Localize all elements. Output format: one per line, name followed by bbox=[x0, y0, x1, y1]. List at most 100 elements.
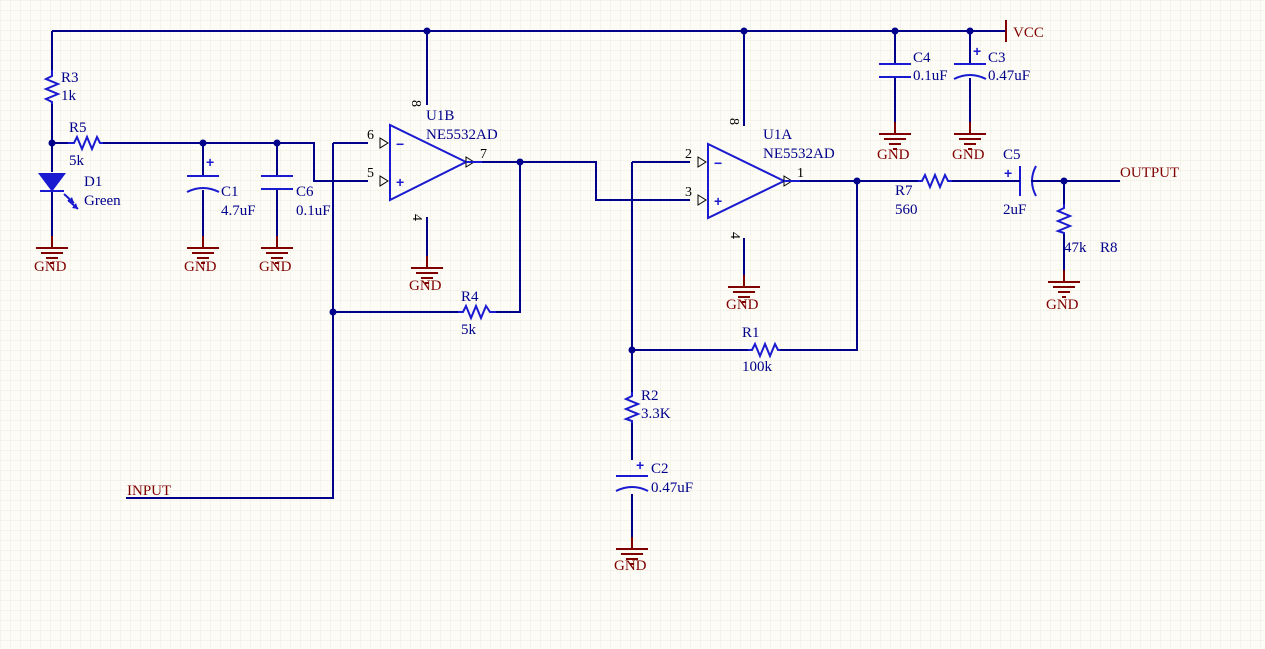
gnd-c2-symbol: GND bbox=[614, 536, 649, 574]
resistor-r7: R7 560 bbox=[895, 172, 952, 218]
junction-dot bbox=[740, 27, 748, 35]
c6-value: 0.1uF bbox=[296, 203, 331, 219]
u1a-value: NE5532AD bbox=[763, 146, 835, 162]
junction-dot bbox=[516, 158, 524, 166]
gnd-c6-symbol: GND bbox=[259, 235, 294, 275]
svg-text:GND: GND bbox=[184, 259, 217, 275]
c1-value: 4.7uF bbox=[221, 203, 256, 219]
junction-dot bbox=[628, 346, 636, 354]
junction-dot bbox=[273, 139, 281, 147]
input-wire bbox=[126, 143, 334, 499]
c4-ref: C4 bbox=[913, 50, 931, 66]
r2-value: 3.3K bbox=[641, 406, 671, 422]
u1b-out-wire bbox=[482, 161, 690, 201]
resistor-r3: R3 1k bbox=[43, 70, 79, 104]
r4-right-wire bbox=[496, 162, 521, 313]
capacitor-c4: C4 0.1uF bbox=[879, 50, 948, 84]
r4-ref: R4 bbox=[461, 289, 479, 305]
c1-ref: C1 bbox=[221, 184, 239, 200]
u1a-pin-noninv: 3 bbox=[685, 185, 692, 200]
resistor-r5: R5 5k bbox=[68, 120, 103, 169]
vcc-label: VCC bbox=[1013, 25, 1044, 41]
gnd-u1a-symbol: GND bbox=[726, 274, 761, 313]
r1-right-wire bbox=[780, 181, 858, 351]
u1b-value: NE5532AD bbox=[426, 127, 498, 143]
output-port-label: OUTPUT bbox=[1120, 165, 1179, 181]
u1b-pin-noninv: 5 bbox=[367, 166, 374, 181]
r1-ref: R1 bbox=[742, 325, 760, 341]
svg-text:+: + bbox=[714, 193, 722, 209]
u1a-pin-gnd: 4 bbox=[727, 232, 742, 239]
gnd-r8-symbol: GND bbox=[1046, 269, 1081, 313]
r4-value: 5k bbox=[461, 322, 477, 338]
svg-text:GND: GND bbox=[409, 278, 442, 294]
c5-ref: C5 bbox=[1003, 147, 1021, 163]
d1-ref: D1 bbox=[84, 174, 102, 190]
svg-text:+: + bbox=[1004, 165, 1012, 181]
gnd-c4-symbol: GND bbox=[877, 121, 912, 163]
svg-text:−: − bbox=[396, 136, 404, 152]
u1b-pin-vcc: 8 bbox=[408, 100, 423, 107]
junction-dot bbox=[853, 177, 861, 185]
resistor-r8: 47k R8 bbox=[1055, 204, 1118, 256]
junction-dot bbox=[329, 308, 337, 316]
opamp-u1a: − + 2 3 1 8 4 U1A NE5532AD bbox=[685, 118, 835, 239]
c2-ref: C2 bbox=[651, 461, 669, 477]
u1a-pin-out: 1 bbox=[797, 166, 804, 181]
resistor-r1: R1 100k bbox=[742, 325, 780, 375]
svg-text:GND: GND bbox=[259, 259, 292, 275]
r3-value: 1k bbox=[61, 88, 77, 104]
svg-text:−: − bbox=[714, 155, 722, 171]
u1a-pin-inv: 2 bbox=[685, 147, 692, 162]
c5-value: 2uF bbox=[1003, 202, 1026, 218]
gnd-d1-symbol: GND bbox=[34, 235, 69, 275]
u1b-ref: U1B bbox=[426, 108, 454, 124]
capacitor-c5: + C5 2uF bbox=[1003, 147, 1046, 218]
svg-text:+: + bbox=[636, 457, 644, 473]
r3-ref: R3 bbox=[61, 70, 79, 86]
u1a-ref: U1A bbox=[763, 127, 792, 143]
u1b-pin-inv: 6 bbox=[367, 128, 374, 143]
junction-dot bbox=[423, 27, 431, 35]
vcc-power-port: VCC bbox=[1005, 20, 1044, 42]
junction-dot bbox=[891, 27, 899, 35]
junction-dot bbox=[48, 139, 56, 147]
led-d1: D1 Green bbox=[38, 173, 121, 210]
junction-dots bbox=[48, 27, 1068, 354]
r5-right-wire bbox=[103, 142, 368, 182]
r5-value: 5k bbox=[69, 153, 85, 169]
ground-symbols: GND GND GND GND GND GND GND GND GND bbox=[34, 121, 1081, 574]
junction-dot bbox=[1060, 177, 1068, 185]
svg-text:GND: GND bbox=[34, 259, 67, 275]
capacitor-c2: + C2 0.47uF bbox=[615, 457, 693, 496]
r7-value: 560 bbox=[895, 202, 918, 218]
c3-value: 0.47uF bbox=[988, 68, 1030, 84]
u1b-pin-out: 7 bbox=[480, 147, 487, 162]
svg-text:+: + bbox=[206, 154, 214, 170]
d1-value: Green bbox=[84, 193, 121, 209]
input-port-label: INPUT bbox=[127, 483, 171, 499]
wires bbox=[51, 30, 1120, 537]
junction-dot bbox=[966, 27, 974, 35]
r5-ref: R5 bbox=[69, 120, 87, 136]
c4-value: 0.1uF bbox=[913, 68, 948, 84]
svg-text:GND: GND bbox=[877, 147, 910, 163]
gnd-c3-symbol: GND bbox=[952, 121, 987, 163]
junction-dot bbox=[199, 139, 207, 147]
capacitor-c3: + C3 0.47uF bbox=[953, 43, 1030, 84]
c6-ref: C6 bbox=[296, 184, 314, 200]
r8-value: 47k bbox=[1064, 240, 1087, 256]
r7-ref: R7 bbox=[895, 183, 913, 199]
svg-text:GND: GND bbox=[614, 558, 647, 574]
gnd-u1b-symbol: GND bbox=[409, 255, 444, 294]
svg-text:GND: GND bbox=[726, 297, 759, 313]
capacitor-c6: C6 0.1uF bbox=[261, 175, 331, 219]
c3-ref: C3 bbox=[988, 50, 1006, 66]
r2-ref: R2 bbox=[641, 388, 659, 404]
opamp-u1b: − + 6 5 7 8 4 U1B NE5532AD bbox=[367, 100, 498, 221]
u1a-pin-vcc: 8 bbox=[726, 118, 741, 125]
c2-value: 0.47uF bbox=[651, 480, 693, 496]
resistor-r2: R2 3.3K bbox=[623, 388, 671, 423]
